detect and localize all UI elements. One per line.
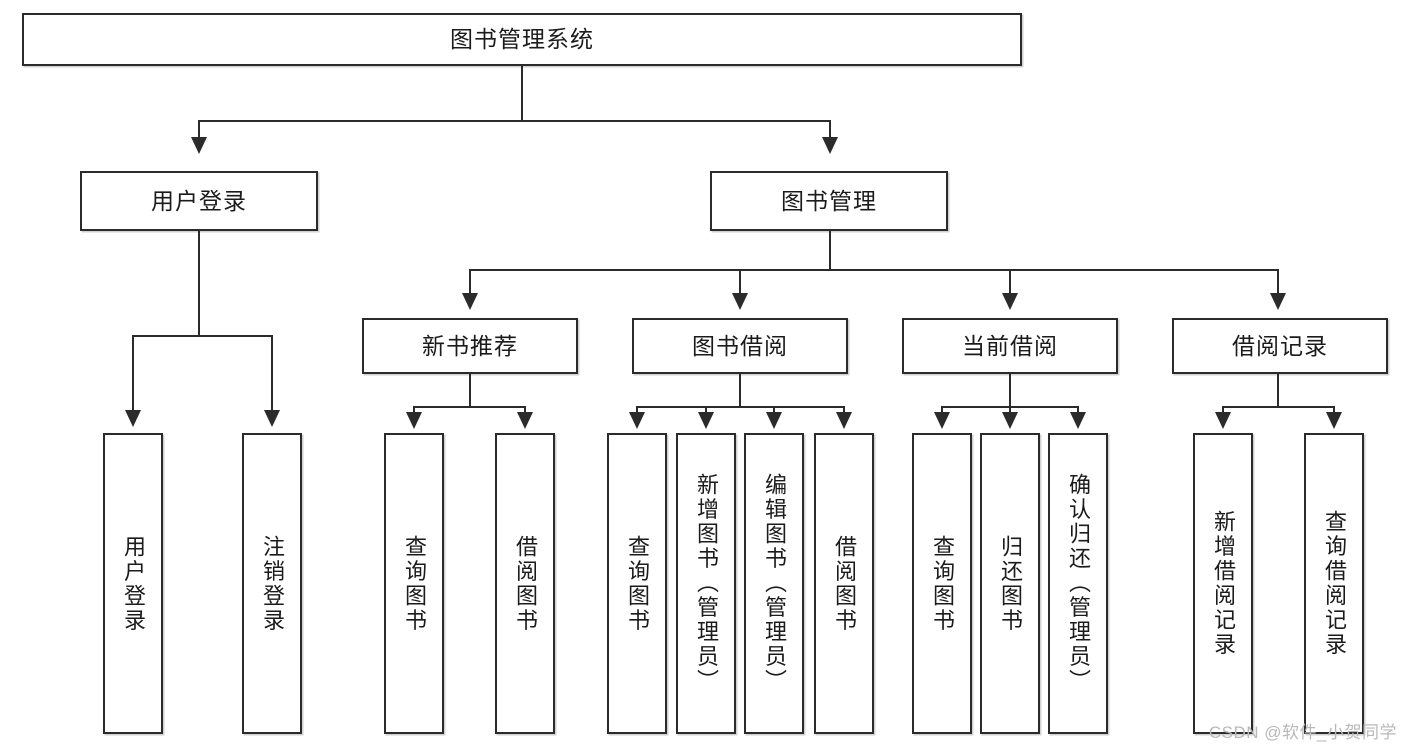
connector-user-login-to-leaf-1 <box>132 335 134 412</box>
arrowhead-root-to-book-manage <box>822 137 838 154</box>
arrowhead-new-book <box>462 293 478 310</box>
connector-user-login-bus <box>132 335 272 337</box>
connector-current-borrow-stem <box>1009 374 1011 406</box>
leaf-current-borrow-confirm-return[interactable]: 确认归还（管理员） <box>1048 433 1108 734</box>
connector-root-to-user-login <box>198 120 200 139</box>
leaf-current-borrow-return[interactable]: 归还图书 <box>980 433 1040 734</box>
node-label: 当前借阅 <box>962 332 1058 359</box>
connector-borrow-record-bus <box>1222 406 1334 408</box>
node-label: 借阅图书 <box>512 534 538 633</box>
node-label: 用户登录 <box>120 534 146 633</box>
connector-book-borrow-leaf-2 <box>705 406 707 414</box>
node-label: 用户登录 <box>151 187 247 214</box>
leaf-book-borrow-add[interactable]: 新增图书（管理员） <box>676 433 736 734</box>
arrowhead-new-book-leaf-2 <box>517 412 533 429</box>
connector-to-book-borrow <box>739 269 741 295</box>
node-label: 新增图书（管理员） <box>693 473 719 694</box>
connector-current-borrow-leaf-2 <box>1009 406 1011 414</box>
connector-book-borrow-bus <box>636 406 844 408</box>
node-label: 借阅记录 <box>1232 332 1328 359</box>
arrowhead-book-borrow-leaf-2 <box>698 412 714 429</box>
connector-new-book-stem <box>469 374 471 406</box>
node-label: 注销登录 <box>259 534 285 633</box>
node-label: 图书借阅 <box>692 332 788 359</box>
node-label: 新书推荐 <box>422 332 518 359</box>
node-label: 查询图书 <box>401 534 427 633</box>
connector-borrow-record-leaf-2 <box>1333 406 1335 414</box>
node-label: 编辑图书（管理员） <box>761 473 787 694</box>
connector-to-new-book <box>469 269 471 295</box>
leaf-new-book-borrow[interactable]: 借阅图书 <box>495 433 555 734</box>
connector-book-manage-bus <box>469 269 1277 271</box>
connector-current-borrow-leaf-3 <box>1077 406 1079 414</box>
connector-book-borrow-leaf-4 <box>843 406 845 414</box>
connector-to-current-borrow <box>1009 269 1011 295</box>
arrowhead-borrow-record-leaf-1 <box>1215 412 1231 429</box>
connector-new-book-bus <box>413 406 525 408</box>
leaf-borrow-record-add[interactable]: 新增借阅记录 <box>1193 433 1253 734</box>
arrowhead-book-borrow <box>732 293 748 310</box>
node-label: 查询借阅记录 <box>1321 510 1347 657</box>
connector-to-borrow-record <box>1277 269 1279 295</box>
node-book-management[interactable]: 图书管理 <box>710 171 948 231</box>
arrowhead-current-borrow-leaf-3 <box>1070 412 1086 429</box>
node-label: 确认归还（管理员） <box>1065 473 1091 694</box>
arrowhead-book-borrow-leaf-1 <box>629 412 645 429</box>
arrowhead-borrow-record <box>1270 293 1286 310</box>
node-label: 查询图书 <box>929 534 955 633</box>
connector-book-borrow-leaf-1 <box>636 406 638 414</box>
leaf-user-login-login[interactable]: 用户登录 <box>103 433 163 734</box>
node-user-login[interactable]: 用户登录 <box>80 171 318 231</box>
arrowhead-book-borrow-leaf-4 <box>836 412 852 429</box>
leaf-new-book-query[interactable]: 查询图书 <box>384 433 444 734</box>
node-label: 借阅图书 <box>831 534 857 633</box>
arrowhead-current-borrow-leaf-2 <box>1002 412 1018 429</box>
node-label: 归还图书 <box>997 534 1023 633</box>
connector-book-borrow-leaf-3 <box>773 406 775 414</box>
arrowhead-new-book-leaf-1 <box>406 412 422 429</box>
connector-root-to-book-manage <box>829 120 831 139</box>
connector-book-manage-stem <box>829 231 831 269</box>
leaf-book-borrow-query[interactable]: 查询图书 <box>607 433 667 734</box>
connector-user-login-stem <box>198 231 200 335</box>
node-current-borrow[interactable]: 当前借阅 <box>902 318 1118 374</box>
connector-new-book-leaf-1 <box>413 406 415 414</box>
connector-borrow-record-stem <box>1277 374 1279 406</box>
node-root-system[interactable]: 图书管理系统 <box>22 13 1022 66</box>
node-label: 新增借阅记录 <box>1210 510 1236 657</box>
arrowhead-root-to-user-login <box>191 137 207 154</box>
node-borrow-record[interactable]: 借阅记录 <box>1172 318 1388 374</box>
connector-root-bus <box>198 120 830 122</box>
arrowhead-borrow-record-leaf-2 <box>1326 412 1342 429</box>
connector-current-borrow-leaf-1 <box>941 406 943 414</box>
leaf-current-borrow-query[interactable]: 查询图书 <box>912 433 972 734</box>
connector-book-borrow-stem <box>739 374 741 406</box>
arrowhead-user-login-leaf-1 <box>125 410 141 427</box>
leaf-user-login-logout[interactable]: 注销登录 <box>242 433 302 734</box>
arrowhead-current-borrow <box>1002 293 1018 310</box>
leaf-book-borrow-edit[interactable]: 编辑图书（管理员） <box>744 433 804 734</box>
node-label: 图书管理系统 <box>450 26 594 53</box>
leaf-borrow-record-query[interactable]: 查询借阅记录 <box>1304 433 1364 734</box>
leaf-book-borrow-borrow[interactable]: 借阅图书 <box>814 433 874 734</box>
arrowhead-current-borrow-leaf-1 <box>934 412 950 429</box>
node-new-book-recommend[interactable]: 新书推荐 <box>362 318 578 374</box>
node-label: 图书管理 <box>781 187 877 214</box>
connector-user-login-to-leaf-2 <box>271 335 273 412</box>
arrowhead-book-borrow-leaf-3 <box>766 412 782 429</box>
watermark: CSDN @软件_小贺同学 <box>1208 723 1397 742</box>
connector-borrow-record-leaf-1 <box>1222 406 1224 414</box>
connector-root-stem <box>521 66 523 120</box>
node-label: 查询图书 <box>624 534 650 633</box>
arrowhead-user-login-leaf-2 <box>264 410 280 427</box>
node-book-borrow[interactable]: 图书借阅 <box>632 318 848 374</box>
connector-new-book-leaf-2 <box>524 406 526 414</box>
